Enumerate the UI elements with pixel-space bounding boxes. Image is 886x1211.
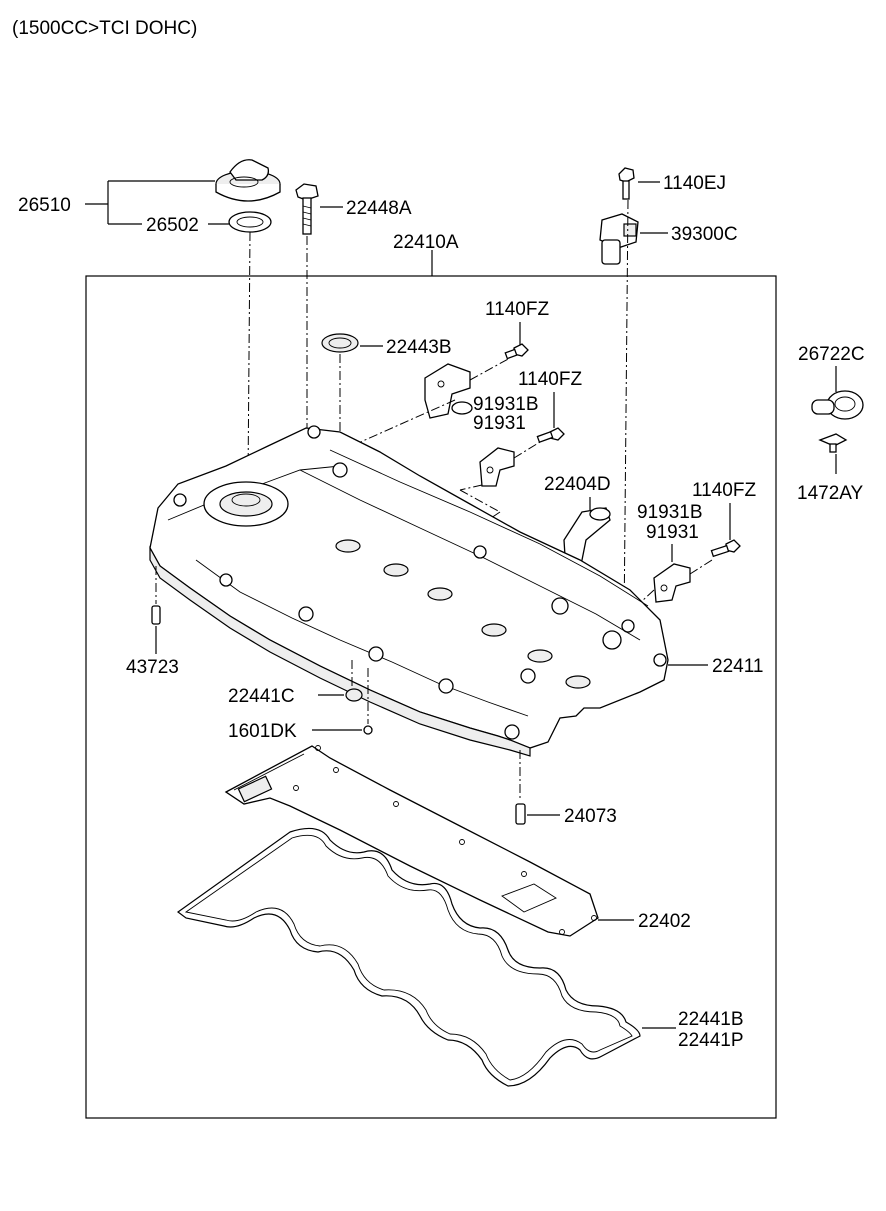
- label-24073[interactable]: 24073: [564, 806, 617, 827]
- label-22441C[interactable]: 22441C: [228, 686, 295, 707]
- oil-filler-gasket[interactable]: [228, 211, 272, 233]
- label-1140FZ-a[interactable]: 1140FZ: [485, 299, 549, 320]
- sensor-39300C[interactable]: [599, 213, 639, 265]
- dowel-43723[interactable]: [151, 605, 161, 625]
- bolt-1140EJ[interactable]: [618, 167, 635, 200]
- pcv-valve-26722C[interactable]: [811, 390, 864, 420]
- label-1601DK[interactable]: 1601DK: [228, 721, 297, 742]
- label-22441B[interactable]: 22441B: [678, 1009, 744, 1030]
- label-22404D[interactable]: 22404D: [544, 474, 611, 495]
- seal-22443B[interactable]: [321, 333, 359, 353]
- washer-1601DK[interactable]: [363, 725, 373, 735]
- label-1140FZ-c[interactable]: 1140FZ: [692, 480, 756, 501]
- label-26502[interactable]: 26502: [146, 215, 199, 236]
- bracket-91931B-a[interactable]: [424, 363, 473, 419]
- label-22411[interactable]: 22411: [712, 656, 763, 677]
- bolt-1140FZ-a[interactable]: [504, 343, 529, 360]
- label-1140FZ-b[interactable]: 1140FZ: [518, 369, 582, 390]
- label-22441P[interactable]: 22441P: [678, 1030, 744, 1051]
- clip-1472AY[interactable]: [818, 433, 848, 453]
- cover-gasket-22441B[interactable]: [176, 827, 641, 1087]
- label-22448A[interactable]: 22448A: [346, 198, 412, 219]
- label-39300C[interactable]: 39300C: [671, 224, 738, 245]
- label-91931B-a[interactable]: 91931B: [473, 394, 539, 415]
- label-91931B-b[interactable]: 91931B: [637, 502, 703, 523]
- label-43723[interactable]: 43723: [126, 657, 179, 678]
- engine-spec-title: (1500CC>TCI DOHC): [12, 18, 197, 39]
- label-26722C[interactable]: 26722C: [798, 344, 865, 365]
- dowel-24073[interactable]: [515, 803, 526, 825]
- bracket-91931-a[interactable]: [479, 447, 515, 487]
- bolt-22448A[interactable]: [295, 183, 319, 235]
- label-1472AY[interactable]: 1472AY: [797, 483, 864, 504]
- seal-22441C[interactable]: [345, 688, 363, 702]
- bolt-1140FZ-b[interactable]: [536, 427, 565, 444]
- bolt-1140FZ-c[interactable]: [710, 539, 741, 558]
- oil-filler-cap[interactable]: [215, 159, 281, 202]
- valve-cover-22411[interactable]: [149, 425, 669, 757]
- label-1140EJ[interactable]: 1140EJ: [663, 173, 726, 194]
- label-91931-a[interactable]: 91931: [473, 413, 526, 434]
- label-91931-b[interactable]: 91931: [646, 522, 699, 543]
- bracket-91931-b[interactable]: [653, 563, 691, 603]
- assembly-frame: [85, 275, 777, 1119]
- baffle-plate-22402[interactable]: [224, 745, 599, 937]
- label-22402[interactable]: 22402: [638, 911, 691, 932]
- label-26510[interactable]: 26510: [18, 195, 71, 216]
- label-22443B[interactable]: 22443B: [386, 337, 452, 358]
- label-22410A[interactable]: 22410A: [393, 232, 459, 253]
